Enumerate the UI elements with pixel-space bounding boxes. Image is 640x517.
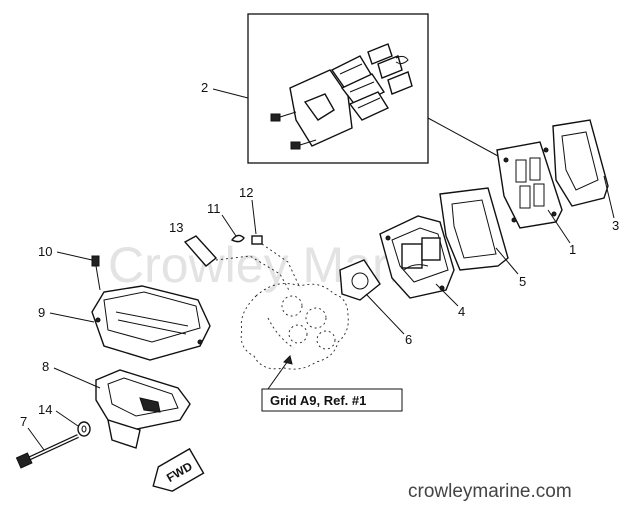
inset-reed-plate bbox=[289, 69, 353, 147]
part-6-gasket bbox=[339, 259, 381, 301]
callout-3: 3 bbox=[612, 218, 619, 233]
part-12-link bbox=[251, 199, 263, 245]
callout-5: 5 bbox=[519, 274, 526, 289]
callout-4: 4 bbox=[458, 304, 465, 319]
part-4-intake-housing bbox=[379, 215, 455, 299]
part-11-clip bbox=[221, 214, 245, 243]
callout-8: 8 bbox=[42, 359, 49, 374]
callout-10: 10 bbox=[38, 244, 52, 259]
part-3-gasket bbox=[552, 119, 609, 207]
part-9-silencer-cover bbox=[91, 285, 211, 361]
inset-reed-stops bbox=[367, 43, 413, 95]
inset-frame bbox=[247, 13, 429, 164]
callout-13: 13 bbox=[169, 220, 183, 235]
part-7-bolt bbox=[15, 434, 79, 469]
callout-1: 1 bbox=[569, 242, 576, 257]
callout-9: 9 bbox=[38, 305, 45, 320]
fwd-arrow: FWD bbox=[152, 447, 205, 492]
callout-2: 2 bbox=[201, 80, 208, 95]
reference-label: Grid A9, Ref. #1 bbox=[261, 355, 403, 412]
inset-screws bbox=[270, 111, 317, 150]
callout-12: 12 bbox=[239, 185, 253, 200]
inset-reed-petals bbox=[330, 55, 390, 121]
website-text: crowleymarine.com bbox=[408, 481, 572, 502]
part-5-gasket bbox=[439, 187, 509, 271]
part-1-reed-valve bbox=[496, 141, 563, 229]
crankcase-ghost bbox=[240, 283, 349, 370]
callout-11: 11 bbox=[207, 201, 221, 216]
reference-text: Grid A9, Ref. #1 bbox=[270, 393, 366, 408]
part-8-silencer-base bbox=[95, 369, 191, 449]
part-14-washer bbox=[77, 421, 91, 437]
callout-7: 7 bbox=[20, 414, 27, 429]
callout-14: 14 bbox=[38, 402, 52, 417]
callout-6: 6 bbox=[405, 332, 412, 347]
reed-valve-inset bbox=[247, 13, 429, 164]
part-10-screw bbox=[56, 251, 101, 291]
part-13-pin bbox=[183, 235, 218, 267]
